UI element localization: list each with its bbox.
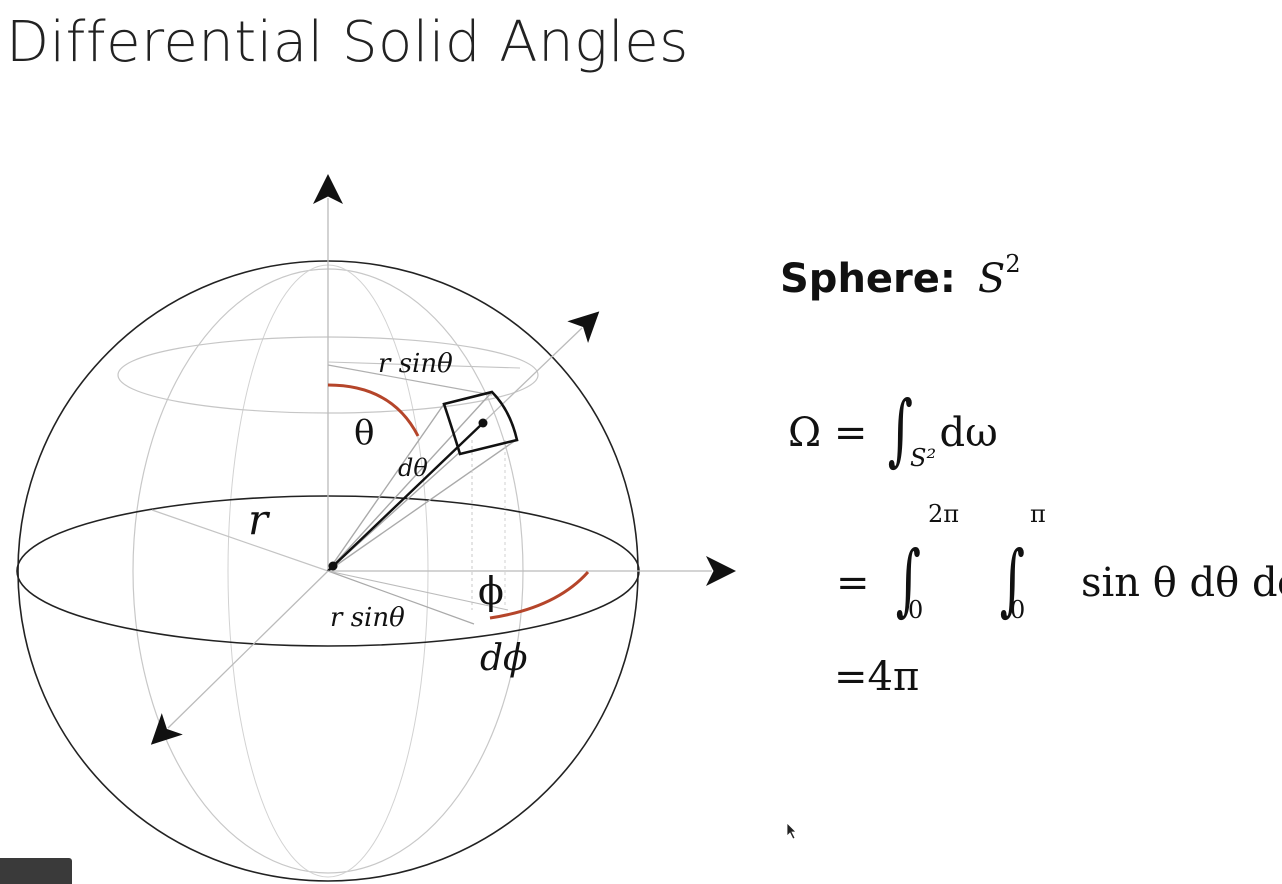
- sphere-symbol: S2: [977, 250, 1021, 302]
- cone-edge: [327, 403, 445, 572]
- sphere-heading: Sphere: S2: [780, 250, 1021, 302]
- label-phi: ϕ: [478, 569, 504, 613]
- eq2-prefix: =: [836, 560, 870, 606]
- label-theta: θ: [354, 413, 374, 453]
- r-sin-theta-bottom-guide: [327, 570, 475, 625]
- y-axis: [150, 570, 329, 745]
- r-sin-theta-top-guide: [327, 361, 521, 369]
- cone-edge: [327, 391, 493, 572]
- r-sin-theta-bottom-guide: [327, 570, 509, 611]
- sphere-exponent: 2: [1005, 250, 1021, 278]
- radius-guide: [151, 509, 329, 572]
- inner-integral-sign-icon: ∫: [999, 535, 1025, 625]
- label-r-sin-theta-top: r sinθ: [378, 349, 453, 379]
- solid-angle-diagram: r sinθ θ dθ r ϕ r sinθ dϕ: [16, 174, 736, 882]
- outer-integral-upper-limit: 2π: [928, 500, 960, 528]
- video-overlay-corner: [0, 858, 72, 884]
- math-panel: Sphere:S2 Ω = ∫ dω S² = ∫ ∫ sin θ dθ dϕ …: [770, 240, 1282, 720]
- equation-double-integral: = ∫ ∫ sin θ dθ dϕ: [836, 525, 1282, 625]
- eq1-integrand: dω: [939, 410, 998, 456]
- eq2-integrand: sin θ dθ dϕ: [1080, 560, 1282, 606]
- phi-arc: [489, 571, 590, 620]
- outer-integral-sign-icon: ∫: [895, 535, 922, 625]
- label-d-theta: dθ: [398, 454, 428, 482]
- equation-solid-angle-integral: Ω = ∫ dω: [788, 375, 998, 475]
- outer-integral-lower-limit: 0: [908, 596, 924, 624]
- label-r: r: [248, 495, 271, 544]
- label-d-phi: dϕ: [480, 638, 528, 679]
- inner-integral-upper-limit: π: [1030, 500, 1046, 528]
- theta-arc: [327, 383, 420, 437]
- sphere-label: Sphere:: [780, 256, 956, 302]
- eq1-integral-subscript: S²: [910, 444, 937, 472]
- origin-point: [328, 561, 338, 571]
- mouse-cursor-icon: [786, 822, 797, 840]
- equation-result: =4π: [834, 654, 920, 700]
- r-sin-theta-top-guide: [327, 364, 493, 396]
- eq1-lhs: Ω =: [788, 410, 868, 456]
- cone-edge: [327, 439, 517, 572]
- integral-sign-icon: ∫: [887, 385, 914, 475]
- slide-title: Differential Solid Angles: [6, 10, 689, 75]
- label-r-sin-theta-bottom: r sinθ: [330, 603, 405, 633]
- differential-area-patch: [442, 390, 519, 456]
- patch-center-point: [478, 418, 488, 428]
- inner-integral-lower-limit: 0: [1010, 596, 1026, 624]
